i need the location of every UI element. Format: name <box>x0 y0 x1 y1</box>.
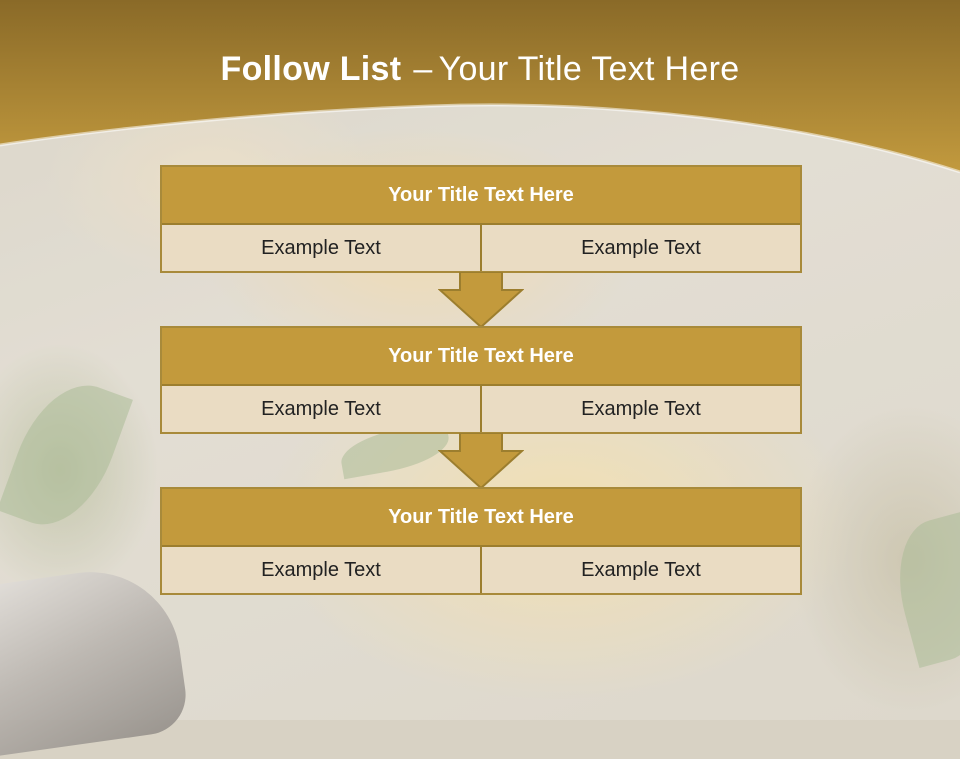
follow-list-item: Your Title Text Here Example Text Exampl… <box>160 326 802 434</box>
item-text-left: Example Text <box>162 547 480 593</box>
item-title: Your Title Text Here <box>162 167 800 225</box>
item-text-right: Example Text <box>480 547 800 593</box>
item-row: Example Text Example Text <box>162 386 800 432</box>
title-dash: – <box>413 50 433 88</box>
item-title: Your Title Text Here <box>162 328 800 386</box>
item-row: Example Text Example Text <box>162 547 800 593</box>
title-bold: Follow List <box>220 50 402 88</box>
item-title: Your Title Text Here <box>162 489 800 547</box>
item-text-left: Example Text <box>162 386 480 432</box>
item-text-left: Example Text <box>162 225 480 271</box>
slide-title: Follow List–Your Title Text Here <box>0 50 960 89</box>
header-band <box>0 0 960 180</box>
follow-list-item: Your Title Text Here Example Text Exampl… <box>160 487 802 595</box>
item-text-right: Example Text <box>480 225 800 271</box>
item-text-right: Example Text <box>480 386 800 432</box>
down-arrow-icon <box>438 433 524 489</box>
title-rest: Your Title Text Here <box>438 50 740 88</box>
item-row: Example Text Example Text <box>162 225 800 271</box>
down-arrow-icon <box>438 272 524 328</box>
follow-list-item: Your Title Text Here Example Text Exampl… <box>160 165 802 273</box>
